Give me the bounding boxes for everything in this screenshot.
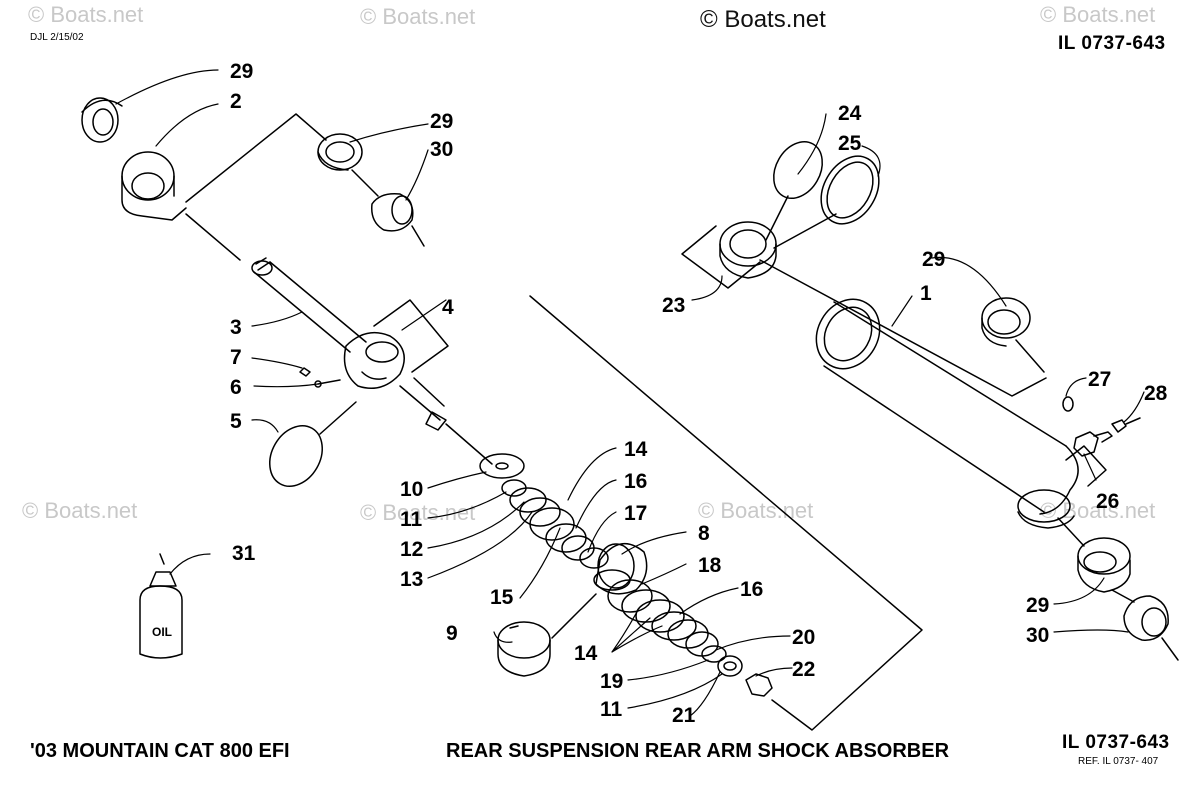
callout-label: 15 (490, 586, 514, 609)
bushing-29-top-left (81, 97, 123, 143)
illustration-code-bottom: IL 0737-643 (1062, 732, 1170, 753)
callout-label: 14 (624, 438, 648, 461)
callout-label: 4 (442, 296, 454, 319)
leader-lines (115, 69, 1145, 717)
callout-label: 31 (232, 542, 256, 565)
callout-label: 30 (430, 138, 453, 161)
callout-label: 20 (792, 626, 815, 649)
callout-label: 2 (230, 90, 242, 113)
callout-label: 28 (1144, 382, 1168, 405)
callout-label: 22 (792, 658, 815, 681)
eyelet-clamp-2 (121, 151, 187, 221)
callout-label: 16 (740, 578, 763, 601)
ring-9 (497, 621, 551, 677)
model-name: '03 MOUNTAIN CAT 800 EFI (30, 740, 290, 762)
callout-label: 11 (400, 508, 423, 531)
callout-label: 6 (230, 376, 242, 399)
callout-label: 5 (230, 410, 242, 433)
callout-label: 29 (1026, 594, 1049, 617)
callout-label: 14 (574, 642, 598, 665)
drawn-by-label: DJL 2/15/02 (30, 32, 84, 43)
callout-label: 25 (838, 132, 862, 155)
watermark-top-center: © Boats.net (360, 4, 476, 29)
callout-label: 7 (230, 346, 242, 369)
callout-label: 10 (400, 478, 423, 501)
watermark-top-main: © Boats.net (700, 6, 826, 33)
callout-label: 29 (922, 248, 945, 271)
callout-label: 27 (1088, 368, 1111, 391)
piston-shaft-3 (251, 257, 367, 353)
watermark-mid-left: © Boats.net (22, 498, 138, 523)
callout-label: 17 (624, 502, 647, 525)
callout-label: 23 (662, 294, 685, 317)
callout-label: 30 (1026, 624, 1049, 647)
callout-label: 19 (600, 670, 623, 693)
valve-fitting-26 (1073, 431, 1099, 457)
bushing-29-upper (317, 133, 363, 171)
callout-label: 16 (624, 470, 647, 493)
diagram-title: REAR SUSPENSION REAR ARM SHOCK ABSORBER (446, 740, 950, 762)
oil-bottle-label: OIL (152, 625, 172, 639)
valve-body-4 (343, 331, 493, 465)
callout-label: 3 (230, 316, 242, 339)
callout-numbers: 29 2 29 30 24 25 29 1 23 4 3 7 6 5 27 28… (152, 60, 1168, 727)
shock-body-1 (815, 298, 1079, 529)
o-ring-5 (269, 425, 323, 487)
bushing-29-right-upper (981, 297, 1031, 347)
oil-bottle-31 (139, 553, 183, 659)
watermark-top-left: © Boats.net (28, 2, 144, 27)
watermark-top-right: © Boats.net (1040, 2, 1156, 27)
callout-label: 13 (400, 568, 423, 591)
sleeve-30-upper (371, 192, 425, 247)
callout-label: 8 (698, 522, 710, 545)
callout-label: 29 (230, 60, 253, 83)
watermark-mid-center-right: © Boats.net (698, 498, 814, 523)
callout-label: 12 (400, 538, 423, 561)
check-ball-7 (299, 367, 311, 377)
callout-label: 9 (446, 622, 458, 645)
seal-25 (820, 155, 880, 225)
cap-23 (719, 221, 777, 279)
callout-label: 21 (672, 704, 696, 727)
callout-label: 29 (430, 110, 453, 133)
screw-28 (1111, 419, 1127, 433)
callout-label: 11 (600, 698, 623, 721)
sleeve-30-lower-right (1123, 595, 1179, 661)
reference-code: REF. IL 0737- 407 (1078, 756, 1159, 767)
bushing-29-lower-right (1077, 537, 1131, 593)
o-ring-27 (1062, 396, 1074, 412)
callout-label: 24 (838, 102, 862, 125)
callout-label: 26 (1096, 490, 1119, 513)
o-ring-24 (773, 141, 823, 199)
illustration-code-top: IL 0737-643 (1058, 33, 1166, 54)
callout-label: 18 (698, 554, 722, 577)
callout-label: 1 (920, 282, 932, 305)
